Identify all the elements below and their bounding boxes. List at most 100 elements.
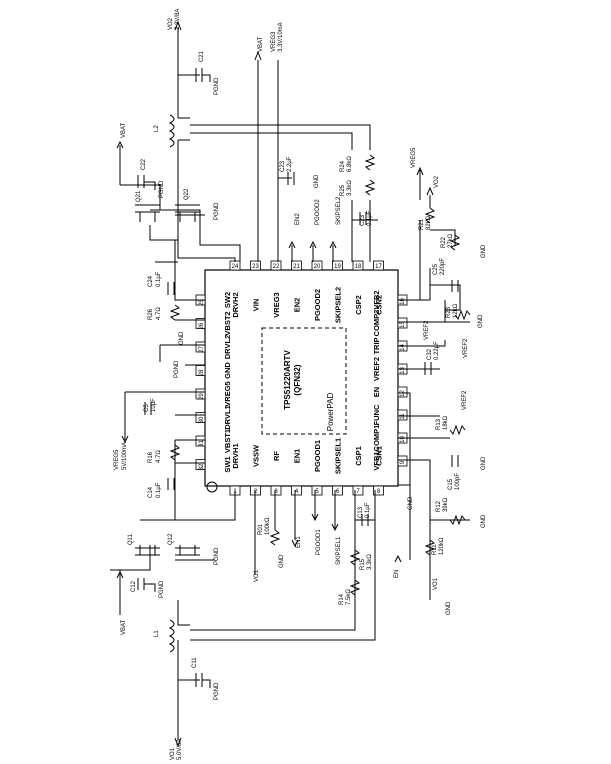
pin-number: 13 — [400, 367, 406, 374]
label-r16-value: 4.7Ω — [156, 450, 162, 463]
label-pgnd-q22: PGND — [214, 202, 220, 220]
pin-name: PGOOD2 — [313, 289, 322, 321]
arrow-en — [394, 554, 402, 563]
label-r23-value: 12kΩ — [453, 303, 459, 318]
arrow-vo2-r21 — [426, 186, 434, 208]
pin-number: 2 — [254, 489, 258, 495]
label-pgnd-c12: PGND — [159, 580, 165, 598]
label-vo2: VO2 — [168, 17, 174, 30]
label-pgood1: PGOOD1 — [316, 529, 322, 555]
label-c13: C13 — [358, 506, 364, 518]
pin-name: VREG5 — [223, 381, 232, 406]
label-vbat-top-left: VBAT — [121, 122, 127, 138]
label-r22-value: 27kΩ — [448, 233, 454, 248]
label-gnd-drvl2: GND — [179, 331, 185, 345]
label-pgnd-gnd: PGND — [174, 360, 180, 378]
pin-32: 32 SW1 — [195, 456, 232, 473]
pin-name: DRVL2 — [223, 335, 232, 359]
label-vo2-spec: 3.3V/8A — [175, 9, 181, 30]
pin-name: DRVH2 — [231, 292, 240, 317]
pin-3: 3 RF — [270, 451, 282, 496]
arrow-vo1 — [174, 737, 182, 748]
label-c12: C12 — [131, 580, 137, 592]
resistor-r12 — [449, 514, 466, 526]
pin-name: RF — [272, 451, 281, 461]
arrow-skipsel2 — [329, 240, 337, 262]
capacitor-c25 — [451, 280, 459, 292]
arrow-vo2 — [174, 20, 182, 31]
pin-name: DRVL1 — [223, 405, 232, 429]
label-l1: L1 — [154, 630, 160, 637]
pin-name: SW1 — [223, 456, 232, 472]
pin-name: CSN2 — [375, 295, 384, 315]
pin-number: 32 — [199, 463, 205, 470]
pin-name: COMP1 — [372, 425, 381, 452]
capacitor-c5 — [144, 402, 152, 415]
mosfet-q12 — [175, 545, 200, 556]
label-c23-value: 2.2µF — [287, 156, 293, 172]
label-q22: Q22 — [184, 188, 190, 200]
label-q11: Q11 — [128, 533, 134, 545]
pin-name: VBST1 — [223, 429, 232, 453]
wires — [110, 28, 470, 740]
label-gnd-c15: GND — [481, 456, 487, 470]
mosfet-q22 — [175, 204, 200, 222]
label-skipsel2: SKIPSEL2 — [336, 196, 342, 225]
label-pgnd-c11: PGND — [214, 682, 220, 700]
label-c22: C22 — [141, 158, 147, 170]
resistor-r24 — [364, 154, 376, 171]
capacitor-c13 — [361, 514, 369, 526]
pin-6: 6 SKIPSEL1 — [332, 438, 343, 496]
label-en2: EN2 — [295, 213, 301, 225]
pin-number: 8 — [377, 489, 381, 495]
pin-name: VFB2 — [372, 290, 381, 309]
label-c14-value: 0.1µF — [156, 482, 162, 498]
pin-number: 4 — [295, 489, 299, 495]
label-r21-value: 82kΩ — [426, 215, 432, 230]
pins-top: 24DRVH223VIN22VREG321EN220PGOOD219SKIPSE… — [229, 260, 384, 323]
label-vreg3-spec: 3.3V/10mA — [278, 22, 284, 52]
label-r25-value: 3.3kΩ — [347, 180, 353, 196]
arrow-vbat-top-left — [116, 140, 124, 185]
capacitor-c24 — [167, 282, 175, 295]
resistor-r23 — [454, 309, 471, 321]
capacitor-c23-csp2 — [359, 212, 367, 225]
label-r15-value: 3.3kΩ — [367, 554, 373, 570]
pin-name: SKIPSEL1 — [334, 438, 343, 474]
label-c21: C21 — [199, 50, 205, 62]
pin-name: SW2 — [223, 292, 232, 308]
label-vref2-a: VREF2 — [424, 320, 430, 340]
label-c25: C25 — [433, 263, 439, 275]
resistor-r22 — [449, 234, 461, 251]
resistor-r01 — [269, 529, 281, 546]
pin-number: 25 — [199, 299, 205, 306]
label-q21: Q21 — [136, 190, 142, 202]
label-c24: C24 — [148, 275, 154, 287]
capacitor-c22 — [137, 175, 156, 190]
label-c11: C11 — [192, 657, 198, 668]
label-r12: R12 — [436, 500, 442, 512]
pin-number: 22 — [273, 264, 280, 270]
label-gnd-csn1: GND — [408, 496, 414, 510]
label-r11: R11 — [432, 544, 438, 555]
label-r12-value: 39kΩ — [443, 497, 449, 512]
pin-number: 23 — [252, 264, 259, 270]
pin-number: 3 — [274, 489, 278, 495]
resistor-r15 — [349, 549, 361, 566]
label-vo1-spec: 5.0V/8A — [177, 739, 183, 760]
pin-number: 6 — [336, 489, 340, 495]
label-en1: EN1 — [296, 536, 302, 548]
pin-name: GND — [223, 362, 232, 379]
